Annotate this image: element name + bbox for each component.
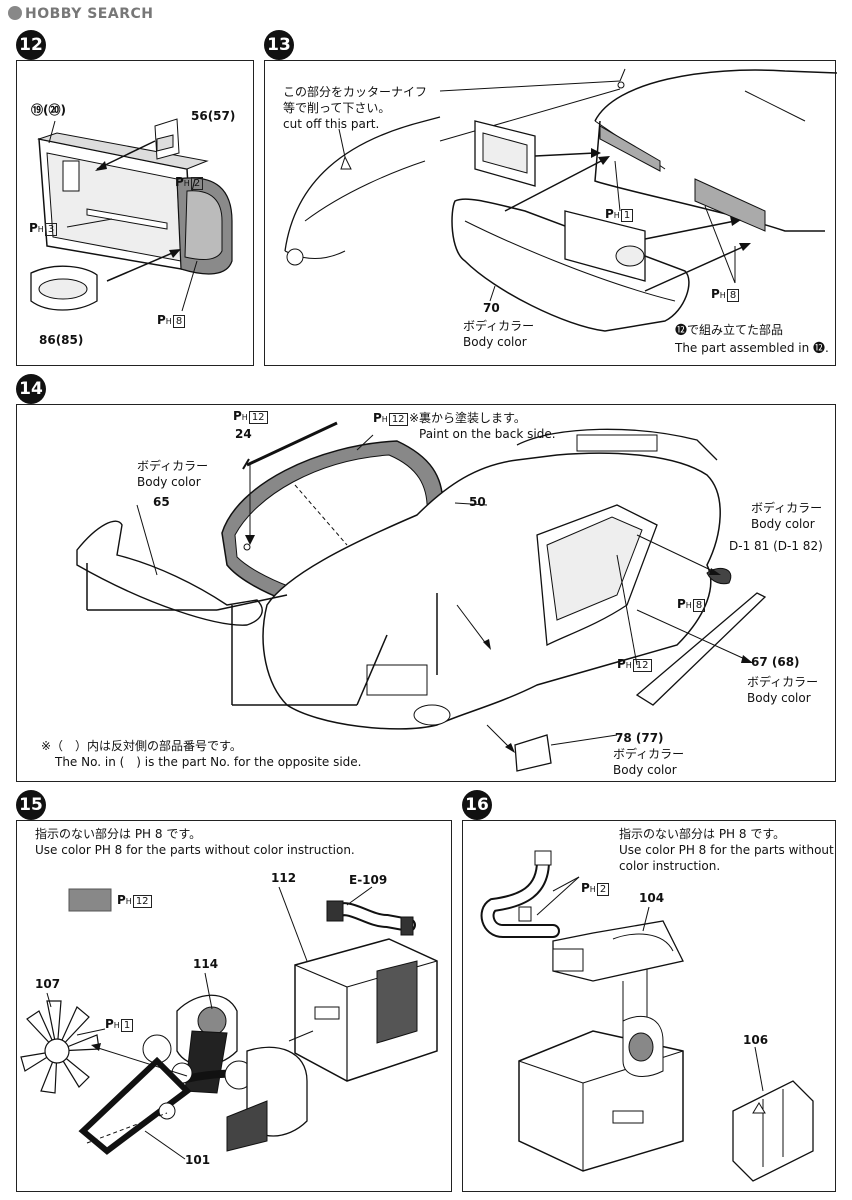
step-14-number: 14 <box>16 374 46 404</box>
body-color-jp-65: ボディカラー <box>137 459 209 473</box>
color-note-en-1: Use color PH 8 for the parts without <box>619 843 834 857</box>
body-color-jp: ボディカラー <box>463 319 535 333</box>
color-note-jp: 指示のない部分は PH 8 です。 <box>35 827 202 841</box>
step-12-drawing <box>30 118 233 312</box>
step-13-number: 13 <box>264 30 294 60</box>
step-15-number: 15 <box>16 790 46 820</box>
part-e-109-label: E-109 <box>349 873 388 887</box>
part-114-label: 114 <box>193 957 219 971</box>
part-86-85-label: 86(85) <box>39 333 84 347</box>
paint-back-jp: ※裏から塗装します。 <box>409 411 526 425</box>
part-70-label: 70 <box>483 301 500 315</box>
cut-note-jp-2: 等で削って下さい。 <box>283 101 391 115</box>
part-106-label: 106 <box>743 1033 769 1047</box>
part-101-label: 101 <box>185 1153 211 1167</box>
part-107-label: 107 <box>35 977 61 991</box>
color-note-jp: 指示のない部分は PH 8 です。 <box>619 827 786 841</box>
body-color-en-65: Body color <box>137 475 201 489</box>
step-12-number: 12 <box>16 30 46 60</box>
part-79-80-label: ⑲(⑳) <box>31 103 66 117</box>
body-color-en: Body color <box>463 335 527 349</box>
opposite-side-note-en: The No. in ( ) is the part No. for the o… <box>55 755 362 769</box>
paint-back-en: Paint on the back side. <box>419 427 556 441</box>
assembled-note-jp: ⓬で組み立てた部品 <box>675 323 784 337</box>
mirror-d1-label: D-1 81 (D-1 82) <box>729 539 823 553</box>
part-78-77-label: 78 (77) <box>615 731 664 745</box>
body-color-en-mirror: Body color <box>751 517 815 531</box>
part-65-label: 65 <box>153 495 170 509</box>
cut-note-en: cut off this part. <box>283 117 380 131</box>
step-14-drawing <box>76 421 767 772</box>
body-color-jp-flap: ボディカラー <box>613 747 685 761</box>
part-67-68-label: 67 (68) <box>751 655 800 669</box>
step-15-panel: 指示のない部分は PH 8 です。 Use color PH 8 for the… <box>16 820 452 1192</box>
logo-icon <box>8 6 22 20</box>
step-16-number: 16 <box>462 790 492 820</box>
body-color-jp-skirt: ボディカラー <box>747 675 819 689</box>
color-note-en: Use color PH 8 for the parts without col… <box>35 843 355 857</box>
step-15-drawing <box>20 886 438 1160</box>
body-color-en-skirt: Body color <box>747 691 811 705</box>
body-color-jp-mirror: ボディカラー <box>751 501 823 515</box>
body-color-en-flap: Body color <box>613 763 677 777</box>
color-note-en-2: color instruction. <box>619 859 721 873</box>
step-16-drawing <box>480 850 814 1182</box>
step-13-drawing <box>284 68 837 332</box>
step-16-panel: 指示のない部分は PH 8 です。 Use color PH 8 for the… <box>462 820 836 1192</box>
part-50-label: 50 <box>469 495 486 509</box>
opposite-side-note-jp: ※（ ）内は反対側の部品番号です。 <box>41 739 242 753</box>
part-56-57-label: 56(57) <box>191 109 236 123</box>
part-112-label: 112 <box>271 871 297 885</box>
part-104-label: 104 <box>639 891 665 905</box>
assembled-note-en: The part assembled in ⓬. <box>675 341 829 355</box>
part-24-label: 24 <box>235 427 252 441</box>
cut-note-jp-1: この部分をカッターナイフ <box>283 85 428 99</box>
hobby-search-logo: HOBBY SEARCH <box>8 6 153 22</box>
step-13-panel: この部分をカッターナイフ 等で削って下さい。 cut off this part… <box>264 60 837 366</box>
